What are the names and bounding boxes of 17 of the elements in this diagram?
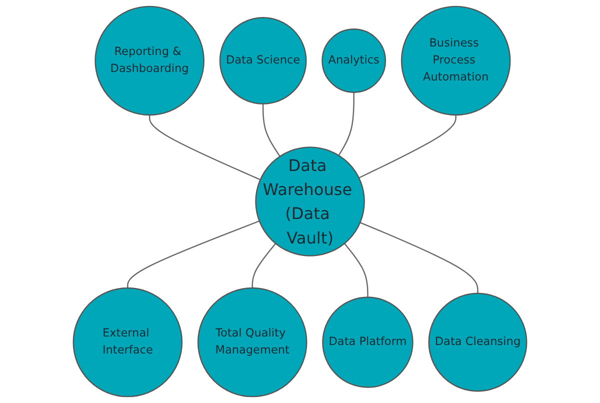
node-circle: External Interface <box>72 287 183 398</box>
node-circle: Data Science <box>219 17 307 104</box>
node-circle: Analytics <box>322 28 386 93</box>
connector <box>127 220 260 288</box>
node-circle: Total Quality Management <box>197 287 308 398</box>
connector <box>358 115 456 178</box>
connector <box>252 243 276 288</box>
connector <box>148 115 261 180</box>
node-circle: Data Platform <box>322 296 414 388</box>
node-circle: Business Process Automation <box>400 6 511 116</box>
connector <box>338 92 354 156</box>
connector <box>262 104 280 157</box>
node-circle: Reporting & Dashboarding <box>94 6 204 116</box>
node-circle: Data Cleansing <box>428 292 528 392</box>
node-circle: Data Warehouse (Data Vault) <box>255 146 365 256</box>
connector <box>360 222 478 294</box>
connector <box>344 243 368 298</box>
